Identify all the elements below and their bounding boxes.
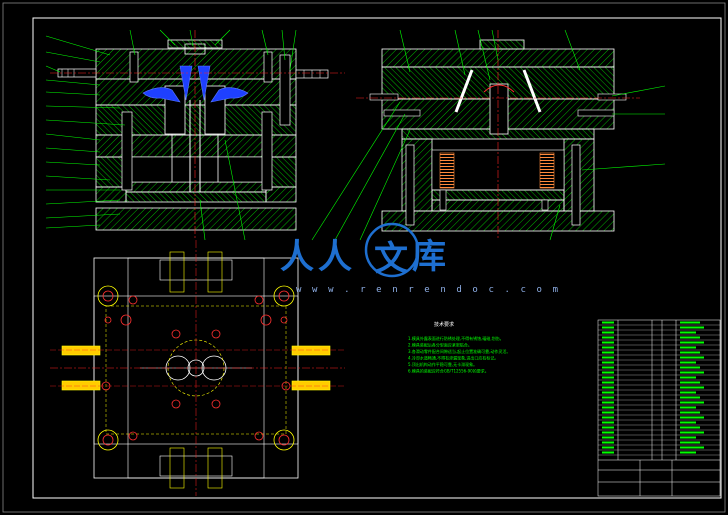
bom-cell-mark [680,396,700,399]
bom-cell-mark [602,406,614,409]
bom-rows [598,321,720,456]
bom-cell-mark [602,431,614,434]
bom-cell-mark [680,446,704,449]
bom-cell-mark [602,411,614,414]
bom-cell-mark [680,436,696,439]
bom-cell-mark [602,326,614,329]
bom-cell-mark [680,346,696,349]
bom-cell-mark [680,401,704,404]
bom-cell-mark [602,396,614,399]
watermark-char-2: 人 [318,237,352,277]
bom-cell-mark [602,426,614,429]
bom-cell-mark [680,406,696,409]
bom-cell-mark [602,371,614,374]
cooling-nozzle-left [57,68,97,78]
plan-view [50,240,345,496]
bom-cell-mark [680,451,696,454]
bom-cell-mark [602,336,614,339]
watermark-url: w w w . r e n r e n d o c . c o m [296,285,561,295]
notes-line: 6.模具的装配应符合GB/T12556-90的要求。 [408,368,489,374]
bom-cell-mark [680,431,704,434]
watermark-char-3: 文 [374,239,408,279]
watermark: 人 人 文 库 w w w . r e n r e n d o c . c o … [280,222,561,295]
bom-cell-mark [602,341,614,344]
technical-notes: 技术要求 1.模具外露表面进行防锈处理,不得有锈蚀,磕碰,划伤。2.模具装配后各… [408,321,510,374]
bom-cell-mark [680,331,696,334]
bom-cell-mark [602,356,614,359]
bom-cell-mark [680,361,696,364]
bom-cell-mark [680,341,704,344]
side-section-view [311,29,666,241]
bom-cell-mark [680,416,704,419]
bom-cell-mark [680,441,700,444]
cooling-nozzle-right [295,69,329,79]
bom-cell-mark [602,416,614,419]
bom-cell-mark [680,326,704,329]
notes-heading: 技术要求 [434,321,454,328]
bom-cell-mark [602,391,614,394]
bom-cell-mark [680,351,700,354]
bom-cell-mark [602,381,614,384]
notes-line: 3.各滑动零件配合间隙适当,起止位置准确可靠,动作灵活。 [408,348,510,354]
bom-cell-mark [602,321,614,324]
title-block [597,319,721,497]
bom-cell-mark [602,331,614,334]
notes-line: 5.顶出机构动作平稳可靠,无卡滞现象。 [408,361,477,367]
bom-cell-mark [680,371,704,374]
bom-cell-mark [680,421,696,424]
bom-cell-mark [602,451,614,454]
bom-cell-mark [602,346,614,349]
notes-lines: 1.模具外露表面进行防锈处理,不得有锈蚀,磕碰,划伤。2.模具装配后各分型面应紧… [408,335,510,374]
bom-cell-mark [602,386,614,389]
bom-cell-mark [602,401,614,404]
bom-cell-mark [680,376,696,379]
bom-cell-mark [680,411,700,414]
bom-cell-mark [680,391,696,394]
notes-line: 4.冷却水道畅通,不得有渗漏现象,进出口应有标记。 [408,355,498,361]
bom-cell-mark [602,421,614,424]
bom-cell-mark [602,376,614,379]
bom-cell-mark [602,351,614,354]
bom-cell-mark [602,436,614,439]
bom-cell-mark [680,381,700,384]
bom-cell-mark [602,446,614,449]
front-section-view [45,29,345,241]
bom-cell-mark [680,426,700,429]
watermark-char-1: 人 [280,237,314,277]
bom-cell-mark [680,366,700,369]
bom-cell-mark [602,441,614,444]
watermark-char-4: 库 [412,237,446,277]
bom-cell-mark [680,321,700,324]
bom-cell-mark [680,336,700,339]
bom-cell-mark [602,366,614,369]
plan-cooling-nozzles [61,345,331,391]
bom-cell-mark [602,361,614,364]
bom-cell-mark [680,386,704,389]
notes-line: 2.模具装配后各分型面应紧密贴合。 [408,342,472,348]
bom-cell-mark [680,356,704,359]
notes-line: 1.模具外露表面进行防锈处理,不得有锈蚀,磕碰,划伤。 [408,335,504,341]
